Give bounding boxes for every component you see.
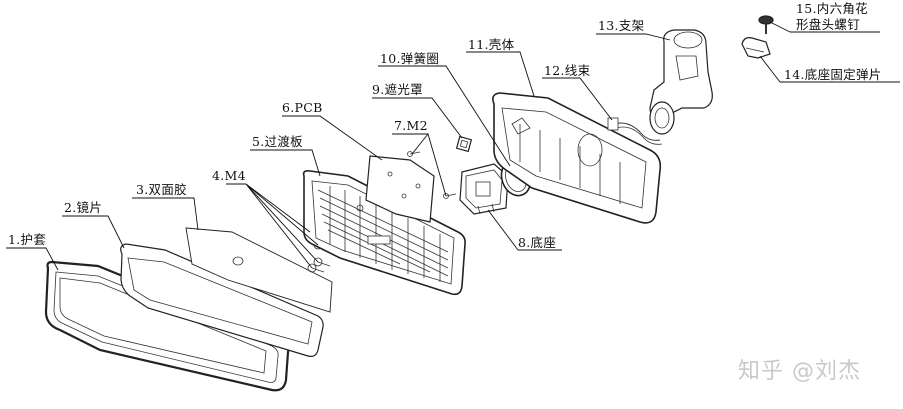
label-transition-plate: 5.过渡板 bbox=[252, 134, 303, 149]
watermark: 知乎 @刘杰 bbox=[738, 359, 861, 384]
part-pcb bbox=[365, 155, 435, 223]
part-torx-screw bbox=[758, 15, 774, 34]
part-housing bbox=[492, 92, 662, 224]
label-base-clip: 14.底座固定弹片 bbox=[784, 67, 882, 82]
part-transition-plate bbox=[302, 170, 466, 296]
label-torx-screw-line1: 15.内六角花 bbox=[796, 1, 868, 16]
label-light-shield: 9.遮光罩 bbox=[372, 82, 423, 97]
label-housing: 11.壳体 bbox=[468, 37, 515, 52]
part-lens bbox=[120, 243, 324, 357]
part-bracket bbox=[649, 29, 713, 135]
label-pcb: 6.PCB bbox=[282, 100, 323, 115]
label-wire-harness: 12.线束 bbox=[544, 63, 591, 78]
label-bracket: 13.支架 bbox=[598, 18, 645, 33]
label-base: 8.底座 bbox=[518, 235, 557, 250]
part-light-shield bbox=[455, 135, 473, 153]
leader-lines bbox=[6, 21, 900, 271]
part-tape bbox=[185, 227, 333, 313]
part-m2-screws bbox=[407, 151, 457, 199]
part-base bbox=[459, 163, 509, 215]
label-m2: 7.M2 bbox=[394, 118, 428, 133]
label-m4: 4.M4 bbox=[212, 168, 246, 183]
part-base-clip bbox=[741, 37, 771, 59]
label-torx-screw-line2: 形盘头螺钉 bbox=[796, 17, 861, 32]
part-sleeve bbox=[44, 260, 290, 392]
part-wire-harness bbox=[607, 117, 663, 145]
label-sleeve: 1.护套 bbox=[8, 232, 47, 247]
label-tape: 3.双面胶 bbox=[136, 182, 187, 197]
label-lens: 2.镜片 bbox=[64, 200, 103, 215]
label-spring-ring: 10.弹簧圈 bbox=[380, 51, 440, 66]
